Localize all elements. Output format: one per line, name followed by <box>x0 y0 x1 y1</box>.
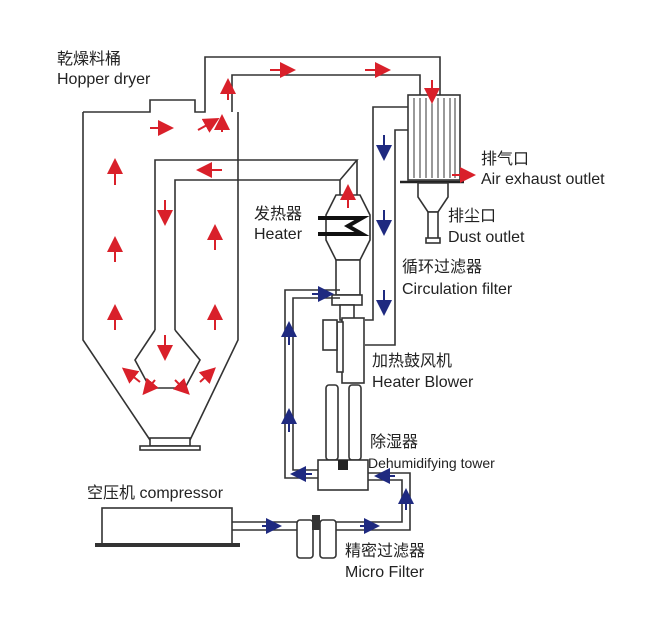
heater-label-en: Heater <box>254 226 303 243</box>
dust-label-en: Dust outlet <box>448 229 525 246</box>
dehum-label-en: Dehumidifying tower <box>368 455 495 471</box>
compressor-label: 空压机 compressor <box>87 485 224 502</box>
exhaust-label-cn: 排气口 <box>481 151 530 168</box>
dehumidifying-tower <box>284 289 411 531</box>
blower-label-en: Heater Blower <box>372 374 474 391</box>
filter-label-en: Circulation filter <box>402 281 513 298</box>
dust-label-cn: 排尘口 <box>448 208 497 225</box>
compressor <box>95 507 297 547</box>
hopper-label-cn: 乾燥料桶 <box>57 51 122 68</box>
dry-air-arrows <box>262 135 414 534</box>
hot-air-arrows <box>107 62 476 396</box>
heater <box>318 160 371 296</box>
heating-element-icon <box>318 216 370 236</box>
dehum-label-cn: 除湿器 <box>370 434 419 451</box>
hopper-label-en: Hopper dryer <box>57 71 151 88</box>
filter-label-cn: 循环过滤器 <box>402 259 483 276</box>
micro-filter-label-cn: 精密过滤器 <box>345 543 426 560</box>
heater-label-cn: 发热器 <box>254 206 303 223</box>
blower-label-cn: 加热鼓风机 <box>372 353 453 370</box>
micro-filter <box>296 515 337 559</box>
exhaust-label-en: Air exhaust outlet <box>481 171 605 188</box>
circulation-filter <box>365 94 464 346</box>
micro-filter-label-en: Micro Filter <box>345 564 425 581</box>
heater-blower <box>322 294 365 384</box>
